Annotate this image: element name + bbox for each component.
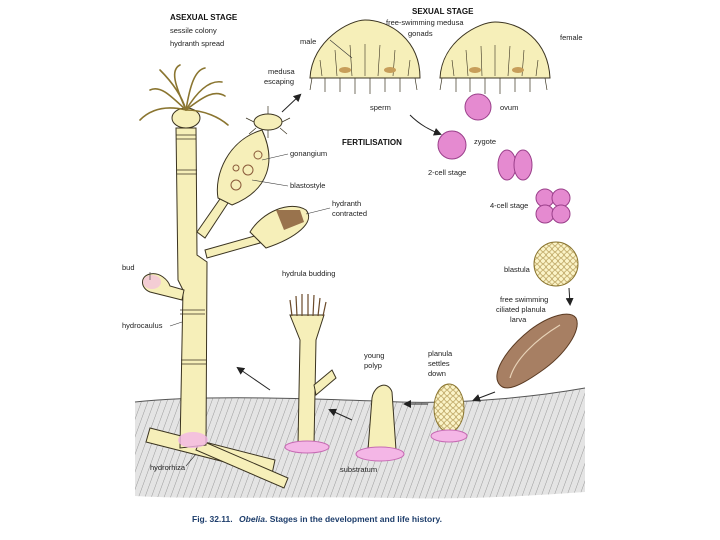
label-substratum: substratum [340,465,377,474]
sessile-colony [139,64,309,489]
label-medusa-escaping-1: medusa [268,67,296,76]
label-male: male [300,37,316,46]
gonangium [216,129,270,206]
label-hydranth-contracted-1: hydranth [332,199,361,208]
label-ovum: ovum [500,103,518,112]
caption-genus: Obelia [239,514,265,524]
figure-caption: Fig. 32.11. Obelia. Stages in the develo… [192,514,442,524]
heading-hydranth-spread: hydranth spread [170,39,224,48]
leader-lines [149,39,353,467]
label-four-cell: 4-cell stage [490,201,528,210]
two-cell-embryo [497,149,533,181]
label-gonangium: gonangium [290,149,327,158]
young-polyp [355,384,405,462]
main-stem [175,127,208,449]
medusa-escaping [245,106,291,138]
planula-settling [430,383,468,443]
label-bud: bud [122,263,135,272]
label-two-cell: 2-cell stage [428,168,466,177]
label-planula-settles-2: settles [428,359,450,368]
label-hydrula-budding: hydrula budding [282,269,335,278]
label-blastostyle: blastostyle [290,181,325,190]
ovum-cell [464,93,492,121]
hydrula-budding [284,294,337,454]
heading-asexual-stage: ASEXUAL STAGE [170,13,238,22]
cycle-arrows [236,93,574,421]
caption-text: . Stages in the development and life his… [265,514,442,524]
heading-sessile-colony: sessile colony [170,26,217,35]
label-planula-2: ciliated planula [496,305,546,314]
label-young-polyp-2: polyp [364,361,382,370]
heading-sexual-stage: SEXUAL STAGE [412,7,474,16]
label-hydranth-contracted-2: contracted [332,209,367,218]
heading-free-swimming-medusa: free-swimming medusa [386,18,464,27]
label-zygote: zygote [474,137,496,146]
heading-fertilisation: FERTILISATION [342,138,402,147]
tentacles [139,64,229,126]
caption-prefix: Fig. 32.11. [192,514,233,524]
heading-gonads: gonads [408,29,433,38]
label-planula-settles-3: down [428,369,446,378]
label-planula-3: larva [510,315,527,324]
female-medusa [439,21,551,94]
label-hydrocaulus: hydrocaulus [122,321,163,330]
label-sperm: sperm [370,103,391,112]
four-cell-embryo [535,188,571,224]
label-planula-1: free swimming [500,295,548,304]
blastula-cell [533,241,579,287]
label-young-polyp-1: young [364,351,384,360]
label-planula-settles-1: planula [428,349,453,358]
label-hydrorhiza: hydrorhiza [150,463,186,472]
label-blastula: blastula [504,265,531,274]
label-female: female [560,33,583,42]
male-medusa [309,19,421,94]
label-medusa-escaping-2: escaping [264,77,294,86]
planula-larva [496,313,578,389]
zygote-cell [437,130,467,160]
